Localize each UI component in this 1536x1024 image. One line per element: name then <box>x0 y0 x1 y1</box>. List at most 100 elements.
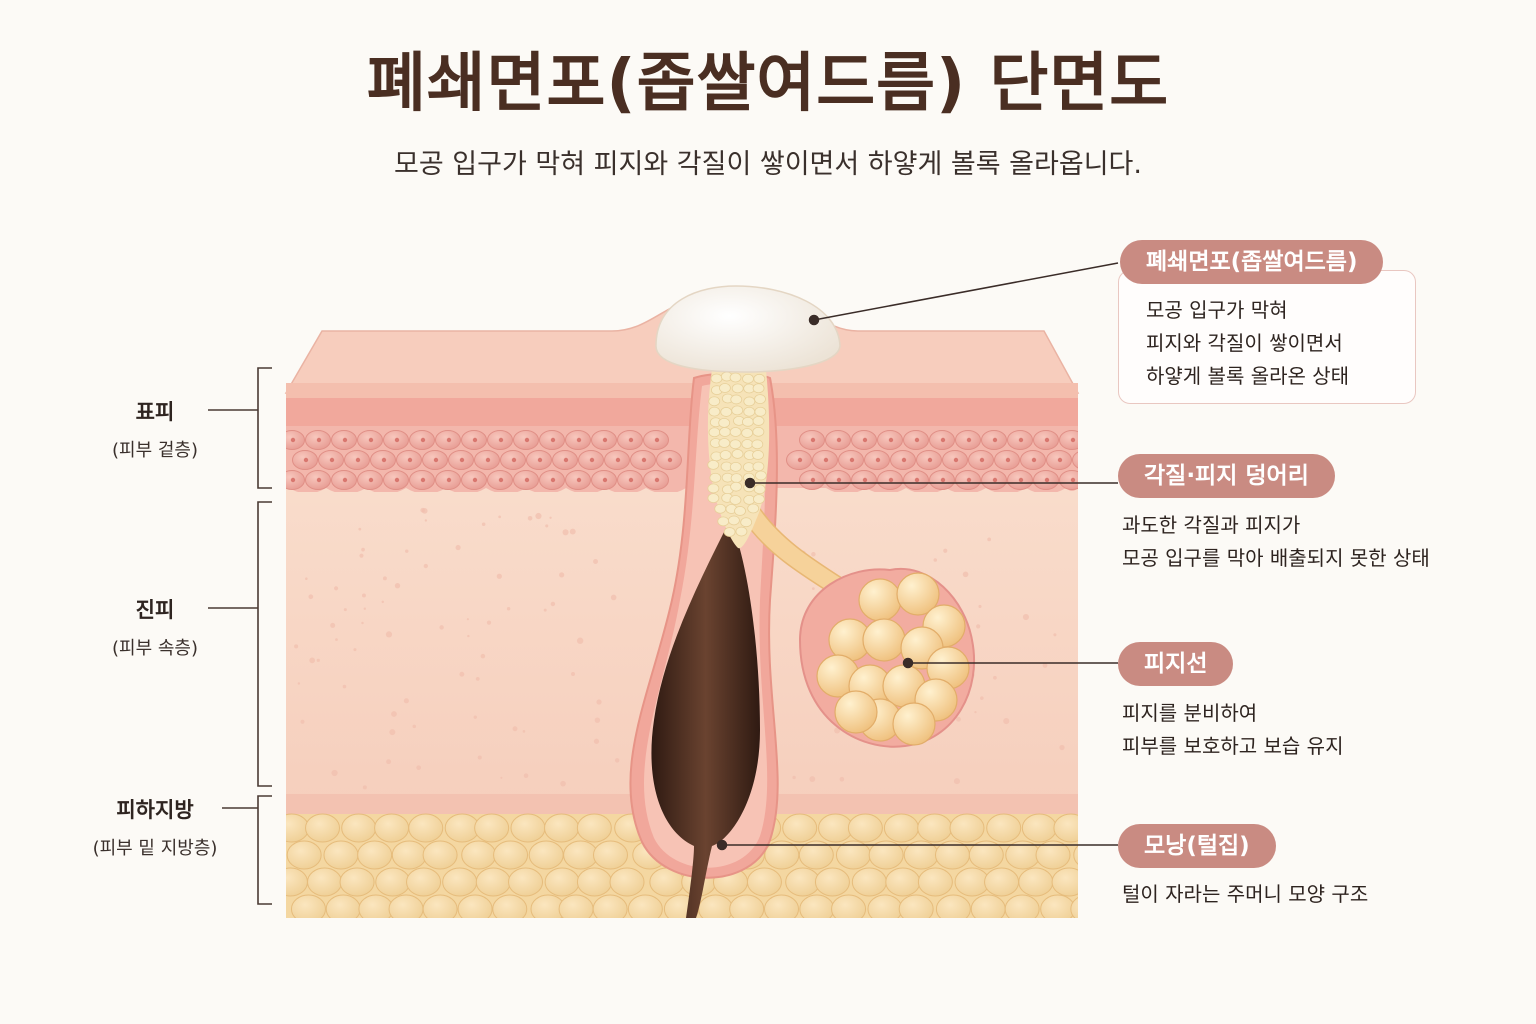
dermis-speckle <box>297 682 301 685</box>
keratin-cell <box>720 407 733 417</box>
fat-cell <box>1035 840 1071 870</box>
fat-cell <box>970 894 1006 918</box>
fat-cell <box>935 894 971 918</box>
keratin-cell <box>754 406 767 417</box>
cell-nucleus <box>914 477 920 483</box>
cell-nucleus <box>524 437 530 443</box>
fat-cell <box>544 867 580 897</box>
cell-nucleus <box>927 457 933 463</box>
keratin-cell <box>718 438 731 448</box>
cell-nucleus <box>628 437 634 443</box>
dermis-speckle <box>423 563 428 569</box>
cell-nucleus <box>290 437 296 443</box>
dermis-speckle <box>353 648 357 652</box>
dermis-speckle <box>560 780 566 787</box>
dermis-speckle <box>385 631 393 638</box>
fat-cell <box>510 813 546 843</box>
keratin-cell <box>729 461 742 472</box>
callout-desc-sebaceous-gland: 피지를 분비하여 피부를 보호하고 보습 유지 <box>1122 697 1343 763</box>
dermis-speckle <box>382 576 387 581</box>
fat-cell <box>544 813 580 843</box>
cell-nucleus <box>940 437 946 443</box>
cell-nucleus <box>810 437 816 443</box>
dermis-speckle <box>527 515 533 521</box>
dermis-speckle <box>559 572 565 578</box>
dermis-speckle <box>421 507 428 514</box>
cell-nucleus <box>537 457 543 463</box>
dermis-speckle <box>309 657 315 664</box>
fat-cell <box>818 813 854 843</box>
desc-line: 하얗게 볼록 올라온 상태 <box>1146 364 1350 388</box>
keratin-cell <box>707 493 720 504</box>
hair-shaft <box>651 520 760 918</box>
dermis-speckle <box>987 537 992 542</box>
dermis-speckle <box>342 684 347 689</box>
fat-cell <box>1004 894 1040 918</box>
dermis-speckle <box>500 776 503 779</box>
dermis-speckle <box>993 675 997 680</box>
gland-lobule <box>858 578 902 622</box>
cell-nucleus <box>316 477 322 483</box>
cell-nucleus <box>1005 457 1011 463</box>
callout-pill-sebaceous-gland: 피지선 <box>1118 642 1234 686</box>
keratin-cell <box>707 459 720 470</box>
cell-nucleus <box>355 457 361 463</box>
fat-cell <box>563 840 599 870</box>
callout-desc-hair-follicle: 털이 자라는 주머니 모양 구조 <box>1122 878 1368 911</box>
keratin-cell <box>752 494 765 505</box>
cell-nucleus <box>992 437 998 443</box>
layer-label-subcutaneous-fat: 피하지방 (피부 밑 지방층) <box>70 794 240 860</box>
dermis-speckle <box>498 515 501 519</box>
layer-name: 피하지방 <box>116 798 194 822</box>
fat-cell <box>325 894 361 918</box>
keratin-cell <box>755 470 767 481</box>
dermis-speckle <box>545 524 549 528</box>
dermis-speckle <box>550 601 556 607</box>
cell-nucleus <box>1084 458 1088 462</box>
cell-nucleus <box>485 457 491 463</box>
cell-nucleus <box>862 477 868 483</box>
cell-nucleus <box>368 437 374 443</box>
cell-nucleus <box>602 477 608 483</box>
keratin-cell <box>723 527 736 537</box>
dermis-speckle <box>361 621 364 625</box>
cell-nucleus <box>602 437 608 443</box>
fat-cell <box>746 867 782 897</box>
keratin-cell <box>708 396 721 407</box>
cell-nucleus <box>524 477 530 483</box>
fat-cell <box>868 840 904 870</box>
page-subtitle: 모공 입구가 막혀 피지와 각질이 쌓이면서 하얗게 볼록 올라옵니다. <box>394 149 1142 180</box>
keratin-cell <box>742 373 754 384</box>
dermis-speckle <box>792 775 796 780</box>
keratin-cell <box>741 416 754 427</box>
layer-label-dermis: 진피 (피부 속층) <box>70 594 240 660</box>
keratin-cell <box>747 503 760 514</box>
fat-cell <box>323 840 359 870</box>
dermis-speckle <box>473 715 477 719</box>
keratin-cell <box>707 483 720 494</box>
dermis-speckle <box>424 519 428 522</box>
epidermal-cell <box>286 470 305 490</box>
keratin-cell <box>743 406 756 417</box>
layer-sub: (피부 밑 지방층) <box>92 838 218 859</box>
cell-nucleus <box>589 457 595 463</box>
dermis-speckle <box>1059 744 1065 751</box>
fat-cell <box>474 813 510 843</box>
keratin-cell <box>710 373 723 384</box>
cell-nucleus <box>576 437 582 443</box>
dermis-speckle <box>405 549 409 553</box>
cell-nucleus <box>394 437 400 443</box>
fat-cell <box>286 867 308 897</box>
keratin-cell <box>741 439 754 449</box>
callout-desc-keratin-sebum: 과도한 각질과 피지가 모공 입구를 막아 배출되지 못한 상태 <box>1122 509 1430 575</box>
cell-nucleus <box>420 477 426 483</box>
epidermal-cell <box>1072 451 1078 469</box>
dermis-speckle <box>362 785 367 790</box>
dermis-speckle <box>953 778 960 785</box>
fat-cell <box>593 840 629 870</box>
fat-cell <box>492 894 528 918</box>
desc-line: 과도한 각질과 피지가 <box>1122 513 1301 537</box>
cell-nucleus <box>797 457 803 463</box>
cell-nucleus <box>875 457 881 463</box>
fat-cell <box>1021 813 1057 843</box>
